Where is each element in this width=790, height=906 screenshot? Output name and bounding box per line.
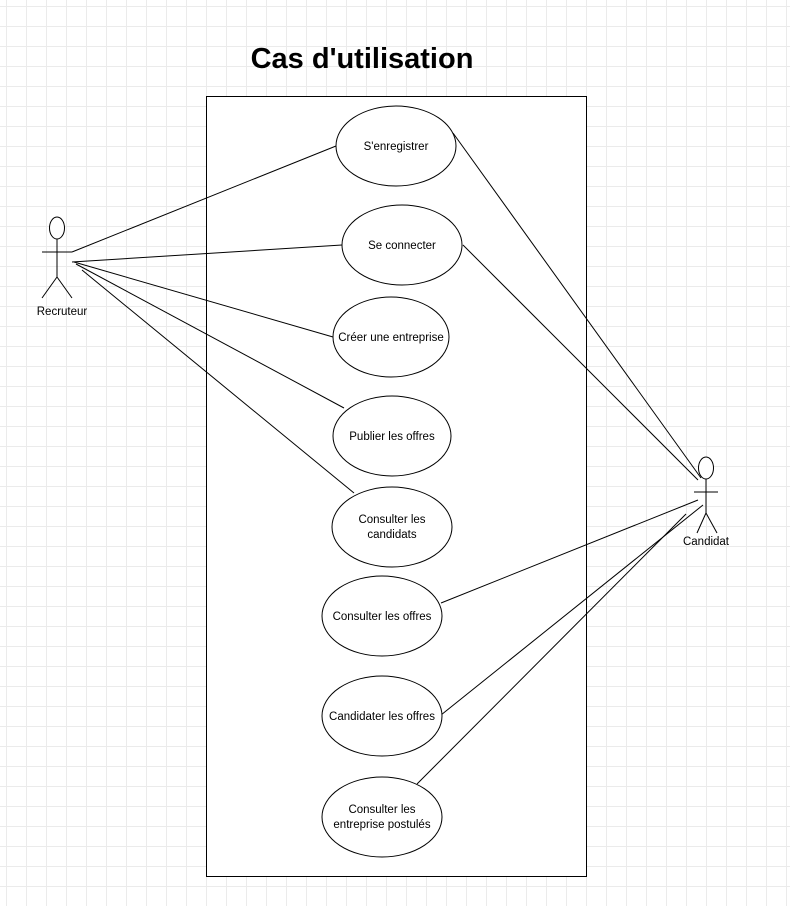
use-case-label: Consulter les	[358, 514, 425, 526]
use-case-label: Candidater les offres	[329, 711, 435, 723]
use-case-label: Consulter les offres	[333, 611, 432, 623]
use-case-consulter-candidats: Consulter les candidats	[331, 486, 453, 568]
use-case-label: candidats	[367, 529, 416, 541]
use-case-candidater-offres: Candidater les offres	[321, 675, 443, 757]
assoc-recruteur-uc4	[75, 263, 345, 409]
use-case-publier-offres: Publier les offres	[332, 395, 452, 477]
use-case-creer-entreprise: Créer une entreprise	[332, 296, 450, 378]
use-case-label: Publier les offres	[349, 431, 435, 443]
assoc-candidat-uc7	[440, 504, 704, 716]
use-case-se-connecter: Se connecter	[341, 204, 463, 286]
assoc-candidat-uc2	[462, 244, 699, 481]
use-case-label: Se connecter	[368, 240, 436, 252]
assoc-candidat-uc6	[440, 499, 699, 604]
diagram-title: Cas d'utilisation	[251, 43, 474, 75]
assoc-candidat-uc1	[452, 132, 702, 479]
use-case-label: S'enregistrer	[364, 141, 429, 153]
actor-candidat: Candidat	[683, 456, 730, 548]
actor-label: Candidat	[683, 536, 730, 548]
assoc-recruteur-uc5	[81, 269, 355, 494]
use-case-s-enregistrer: S'enregistrer	[335, 105, 457, 187]
use-case-label: Créer une entreprise	[338, 332, 443, 344]
actor-label: Recruteur	[37, 306, 88, 318]
assoc-recruteur-uc1	[71, 145, 337, 253]
assoc-candidat-uc8	[416, 513, 687, 785]
use-case-label: Consulter les	[348, 804, 415, 816]
use-case-consulter-offres: Consulter les offres	[321, 575, 443, 657]
associations	[71, 132, 704, 785]
use-case-consulter-entreprise-postules: Consulter les entreprise postulés	[321, 776, 443, 858]
assoc-recruteur-uc3	[73, 261, 334, 338]
actor-recruteur: Recruteur	[37, 216, 88, 318]
stick-figure-icon	[41, 216, 73, 299]
assoc-recruteur-uc2	[71, 244, 343, 263]
stick-figure-icon	[694, 456, 718, 534]
use-case-label: entreprise postulés	[333, 819, 430, 831]
